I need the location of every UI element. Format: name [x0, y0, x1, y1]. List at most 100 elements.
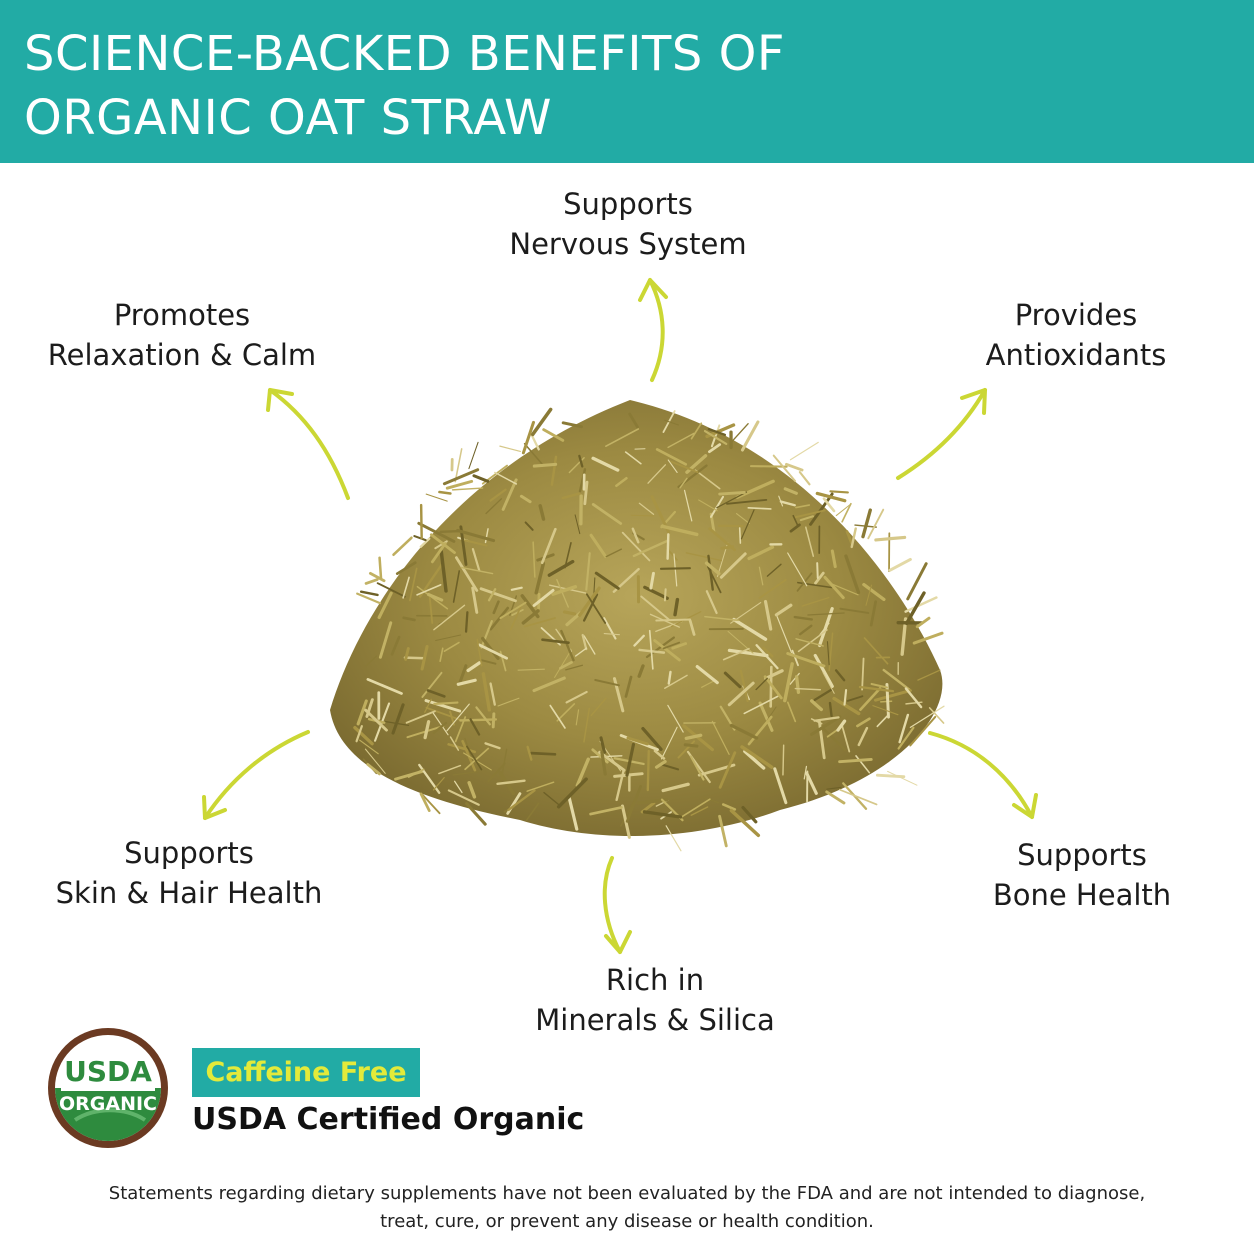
benefit-line-2: Skin & Hair Health — [55, 876, 323, 910]
straw-strand — [355, 725, 363, 743]
straw-strand — [654, 759, 667, 769]
straw-strand — [589, 533, 608, 559]
straw-strand — [793, 615, 813, 621]
benefit-line-1: Rich in — [605, 963, 705, 997]
straw-strand — [810, 699, 823, 712]
straw-strand — [834, 669, 846, 682]
straw-strand — [718, 814, 728, 848]
straw-strand — [863, 637, 889, 665]
straw-strand — [822, 671, 835, 694]
straw-strand — [755, 677, 768, 691]
straw-strand — [463, 752, 492, 771]
straw-strand — [526, 781, 555, 792]
straw-strand — [666, 533, 670, 560]
straw-strand — [815, 491, 847, 503]
straw-strand — [825, 790, 846, 805]
straw-strand — [727, 681, 755, 707]
benefit-line-2: Bone Health — [992, 878, 1172, 912]
straw-strand — [419, 503, 423, 540]
straw-strand — [464, 611, 469, 633]
straw-strand — [841, 502, 852, 523]
straw-strand — [549, 704, 566, 729]
straw-strand — [678, 798, 711, 820]
straw-strand — [795, 638, 824, 647]
straw-strand — [695, 665, 719, 685]
straw-strand — [416, 583, 442, 596]
straw-strand — [638, 502, 655, 515]
straw-strand — [421, 671, 443, 698]
straw-strand — [664, 419, 680, 426]
straw-strand — [599, 736, 606, 754]
straw-strand — [449, 736, 460, 751]
straw-strand — [845, 530, 854, 546]
straw-strand — [481, 672, 491, 712]
straw-strand — [905, 701, 923, 705]
straw-strand — [743, 749, 766, 770]
straw-strand — [417, 521, 456, 543]
straw-strand — [432, 712, 449, 736]
straw-strand — [758, 701, 774, 732]
straw-strand — [818, 723, 847, 751]
straw-strand — [526, 745, 533, 761]
straw-strand — [356, 699, 368, 726]
straw-strand — [843, 689, 848, 706]
straw-strand — [402, 616, 416, 622]
straw-strand — [433, 701, 459, 706]
straw-strand — [838, 757, 873, 764]
straw-strand — [813, 716, 840, 722]
straw-strand — [463, 539, 488, 547]
straw-strand — [525, 802, 540, 821]
straw-strand — [575, 709, 580, 726]
straw-strand — [814, 571, 825, 585]
straw-strand — [615, 769, 625, 802]
straw-strand — [817, 719, 826, 760]
straw-strand — [574, 647, 588, 657]
straw-strand — [813, 653, 834, 688]
straw-strand — [917, 669, 941, 681]
straw-strand — [858, 685, 895, 693]
straw-strand — [364, 748, 386, 774]
straw-strand — [432, 777, 445, 791]
straw-strand — [789, 672, 800, 685]
straw-strand — [738, 527, 742, 544]
straw-strand — [823, 575, 845, 600]
straw-strand — [454, 448, 463, 483]
straw-strand — [455, 556, 479, 592]
benefit-line-1: Supports — [1017, 838, 1147, 872]
straw-strand — [719, 552, 747, 579]
straw-strand — [499, 748, 508, 784]
straw-strand — [850, 527, 857, 549]
straw-strand — [660, 524, 699, 537]
straw-strand — [909, 705, 945, 728]
straw-strand — [499, 445, 522, 452]
straw-strand — [861, 508, 872, 539]
straw-strand — [683, 489, 693, 522]
straw-strand — [427, 592, 444, 602]
straw-strand — [720, 545, 734, 550]
straw-strand — [732, 617, 768, 641]
straw-strand — [591, 748, 609, 764]
straw-strand — [740, 745, 774, 769]
straw-strand — [875, 773, 906, 779]
straw-strand — [561, 492, 581, 500]
straw-strand — [660, 726, 678, 760]
straw-strand — [667, 432, 695, 449]
straw-strand — [603, 617, 617, 640]
straw-strand — [578, 468, 587, 493]
straw-strand — [585, 552, 591, 591]
straw-strand — [368, 571, 386, 583]
straw-strand — [485, 498, 503, 515]
straw-strand — [625, 785, 643, 823]
straw-strand — [673, 597, 680, 617]
straw-strand — [749, 465, 788, 468]
benefit-antioxidants: Provides Antioxidants — [946, 295, 1206, 375]
benefit-line-2: Antioxidants — [985, 338, 1167, 372]
straw-strand — [439, 549, 448, 593]
straw-strand — [653, 639, 681, 662]
benefit-minerals-silica: Rich in Minerals & Silica — [520, 960, 790, 1040]
straw-strand — [353, 725, 374, 746]
straw-strand — [758, 579, 787, 599]
straw-strand — [426, 689, 446, 698]
straw-strand — [524, 521, 534, 531]
straw-strand — [649, 613, 680, 628]
